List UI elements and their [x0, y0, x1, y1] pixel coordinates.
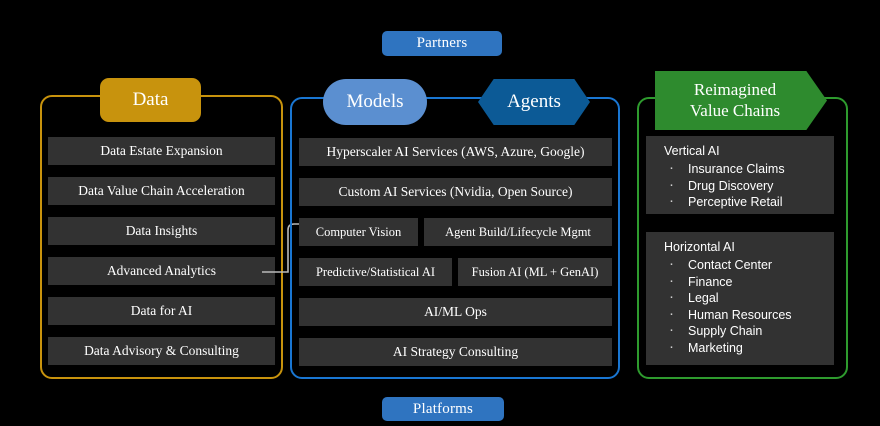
middle-item-hyperscaler[interactable]: Hyperscaler AI Services (AWS, Azure, Goo… — [299, 138, 612, 166]
data-item-2[interactable]: Data Insights — [48, 217, 275, 245]
agents-header-label: Agents — [507, 91, 561, 112]
data-item-0-label: Data Estate Expansion — [100, 143, 223, 158]
data-item-0[interactable]: Data Estate Expansion — [48, 137, 275, 165]
data-item-3-label: Advanced Analytics — [106, 263, 217, 278]
connector-bracket — [262, 223, 314, 273]
vertical-ai-list: Insurance Claims Drug Discovery Percepti… — [664, 160, 834, 211]
data-item-5-label: Data Advisory & Consulting — [84, 343, 239, 358]
middle-item-agent-build-label: Agent Build/Lifecycle Mgmt — [445, 224, 591, 239]
horizontal-ai-item-4: Supply Chain — [664, 322, 834, 340]
horizontal-ai-item-5: Marketing — [664, 339, 834, 357]
middle-item-predictive-ai[interactable]: Predictive/Statistical AI — [299, 258, 452, 286]
middle-item-aiml-ops-label: AI/ML Ops — [424, 304, 487, 319]
vertical-ai-item-1: Drug Discovery — [664, 177, 834, 195]
horizontal-ai-title: Horizontal AI — [664, 240, 735, 254]
models-agents-column-frame — [290, 97, 620, 379]
value-chain-header-line1: Reimagined — [693, 79, 777, 99]
models-column-header: Models — [323, 79, 427, 125]
horizontal-ai-item-3: Human Resources — [664, 306, 834, 324]
platforms-label: Platforms — [412, 400, 474, 417]
middle-item-fusion-ai-label: Fusion AI (ML + GenAI) — [471, 264, 599, 279]
middle-item-hyperscaler-label: Hyperscaler AI Services (AWS, Azure, Goo… — [326, 144, 585, 159]
agents-column-header: Agents — [478, 79, 590, 125]
data-column-header: Data — [100, 78, 201, 122]
middle-item-computer-vision-label: Computer Vision — [315, 224, 402, 239]
data-item-5[interactable]: Data Advisory & Consulting — [48, 337, 275, 365]
data-item-3[interactable]: Advanced Analytics — [48, 257, 275, 285]
data-item-1[interactable]: Data Value Chain Acceleration — [48, 177, 275, 205]
vertical-ai-item-0: Insurance Claims — [664, 160, 834, 178]
horizontal-ai-list: Contact Center Finance Legal Human Resou… — [664, 256, 834, 357]
middle-item-fusion-ai[interactable]: Fusion AI (ML + GenAI) — [458, 258, 612, 286]
vertical-ai-title: Vertical AI — [664, 144, 720, 158]
middle-item-predictive-ai-label: Predictive/Statistical AI — [315, 264, 436, 279]
middle-item-ai-strategy[interactable]: AI Strategy Consulting — [299, 338, 612, 366]
value-chain-header-line2: Value Chains — [689, 100, 781, 120]
data-item-4-label: Data for AI — [130, 303, 193, 318]
horizontal-ai-item-1: Finance — [664, 273, 834, 291]
platforms-badge: Platforms — [382, 397, 504, 421]
data-header-label: Data — [132, 89, 169, 110]
vertical-ai-item-2: Perceptive Retail — [664, 193, 834, 211]
horizontal-ai-panel[interactable]: Horizontal AI Contact Center Finance Leg… — [646, 232, 834, 365]
data-item-2-label: Data Insights — [125, 223, 198, 238]
middle-item-agent-build[interactable]: Agent Build/Lifecycle Mgmt — [424, 218, 612, 246]
middle-item-ai-strategy-label: AI Strategy Consulting — [392, 344, 519, 359]
middle-item-custom-ai[interactable]: Custom AI Services (Nvidia, Open Source) — [299, 178, 612, 206]
data-item-4[interactable]: Data for AI — [48, 297, 275, 325]
models-header-label: Models — [346, 91, 404, 112]
middle-item-computer-vision[interactable]: Computer Vision — [299, 218, 418, 246]
partners-badge: Partners — [382, 31, 502, 56]
vertical-ai-panel[interactable]: Vertical AI Insurance Claims Drug Discov… — [646, 136, 834, 214]
horizontal-ai-item-2: Legal — [664, 289, 834, 307]
middle-item-aiml-ops[interactable]: AI/ML Ops — [299, 298, 612, 326]
horizontal-ai-item-0: Contact Center — [664, 256, 834, 274]
partners-label: Partners — [416, 35, 468, 51]
middle-item-custom-ai-label: Custom AI Services (Nvidia, Open Source) — [338, 184, 573, 199]
data-item-1-label: Data Value Chain Acceleration — [78, 183, 245, 198]
value-chain-column-header: Reimagined Value Chains — [655, 71, 827, 130]
